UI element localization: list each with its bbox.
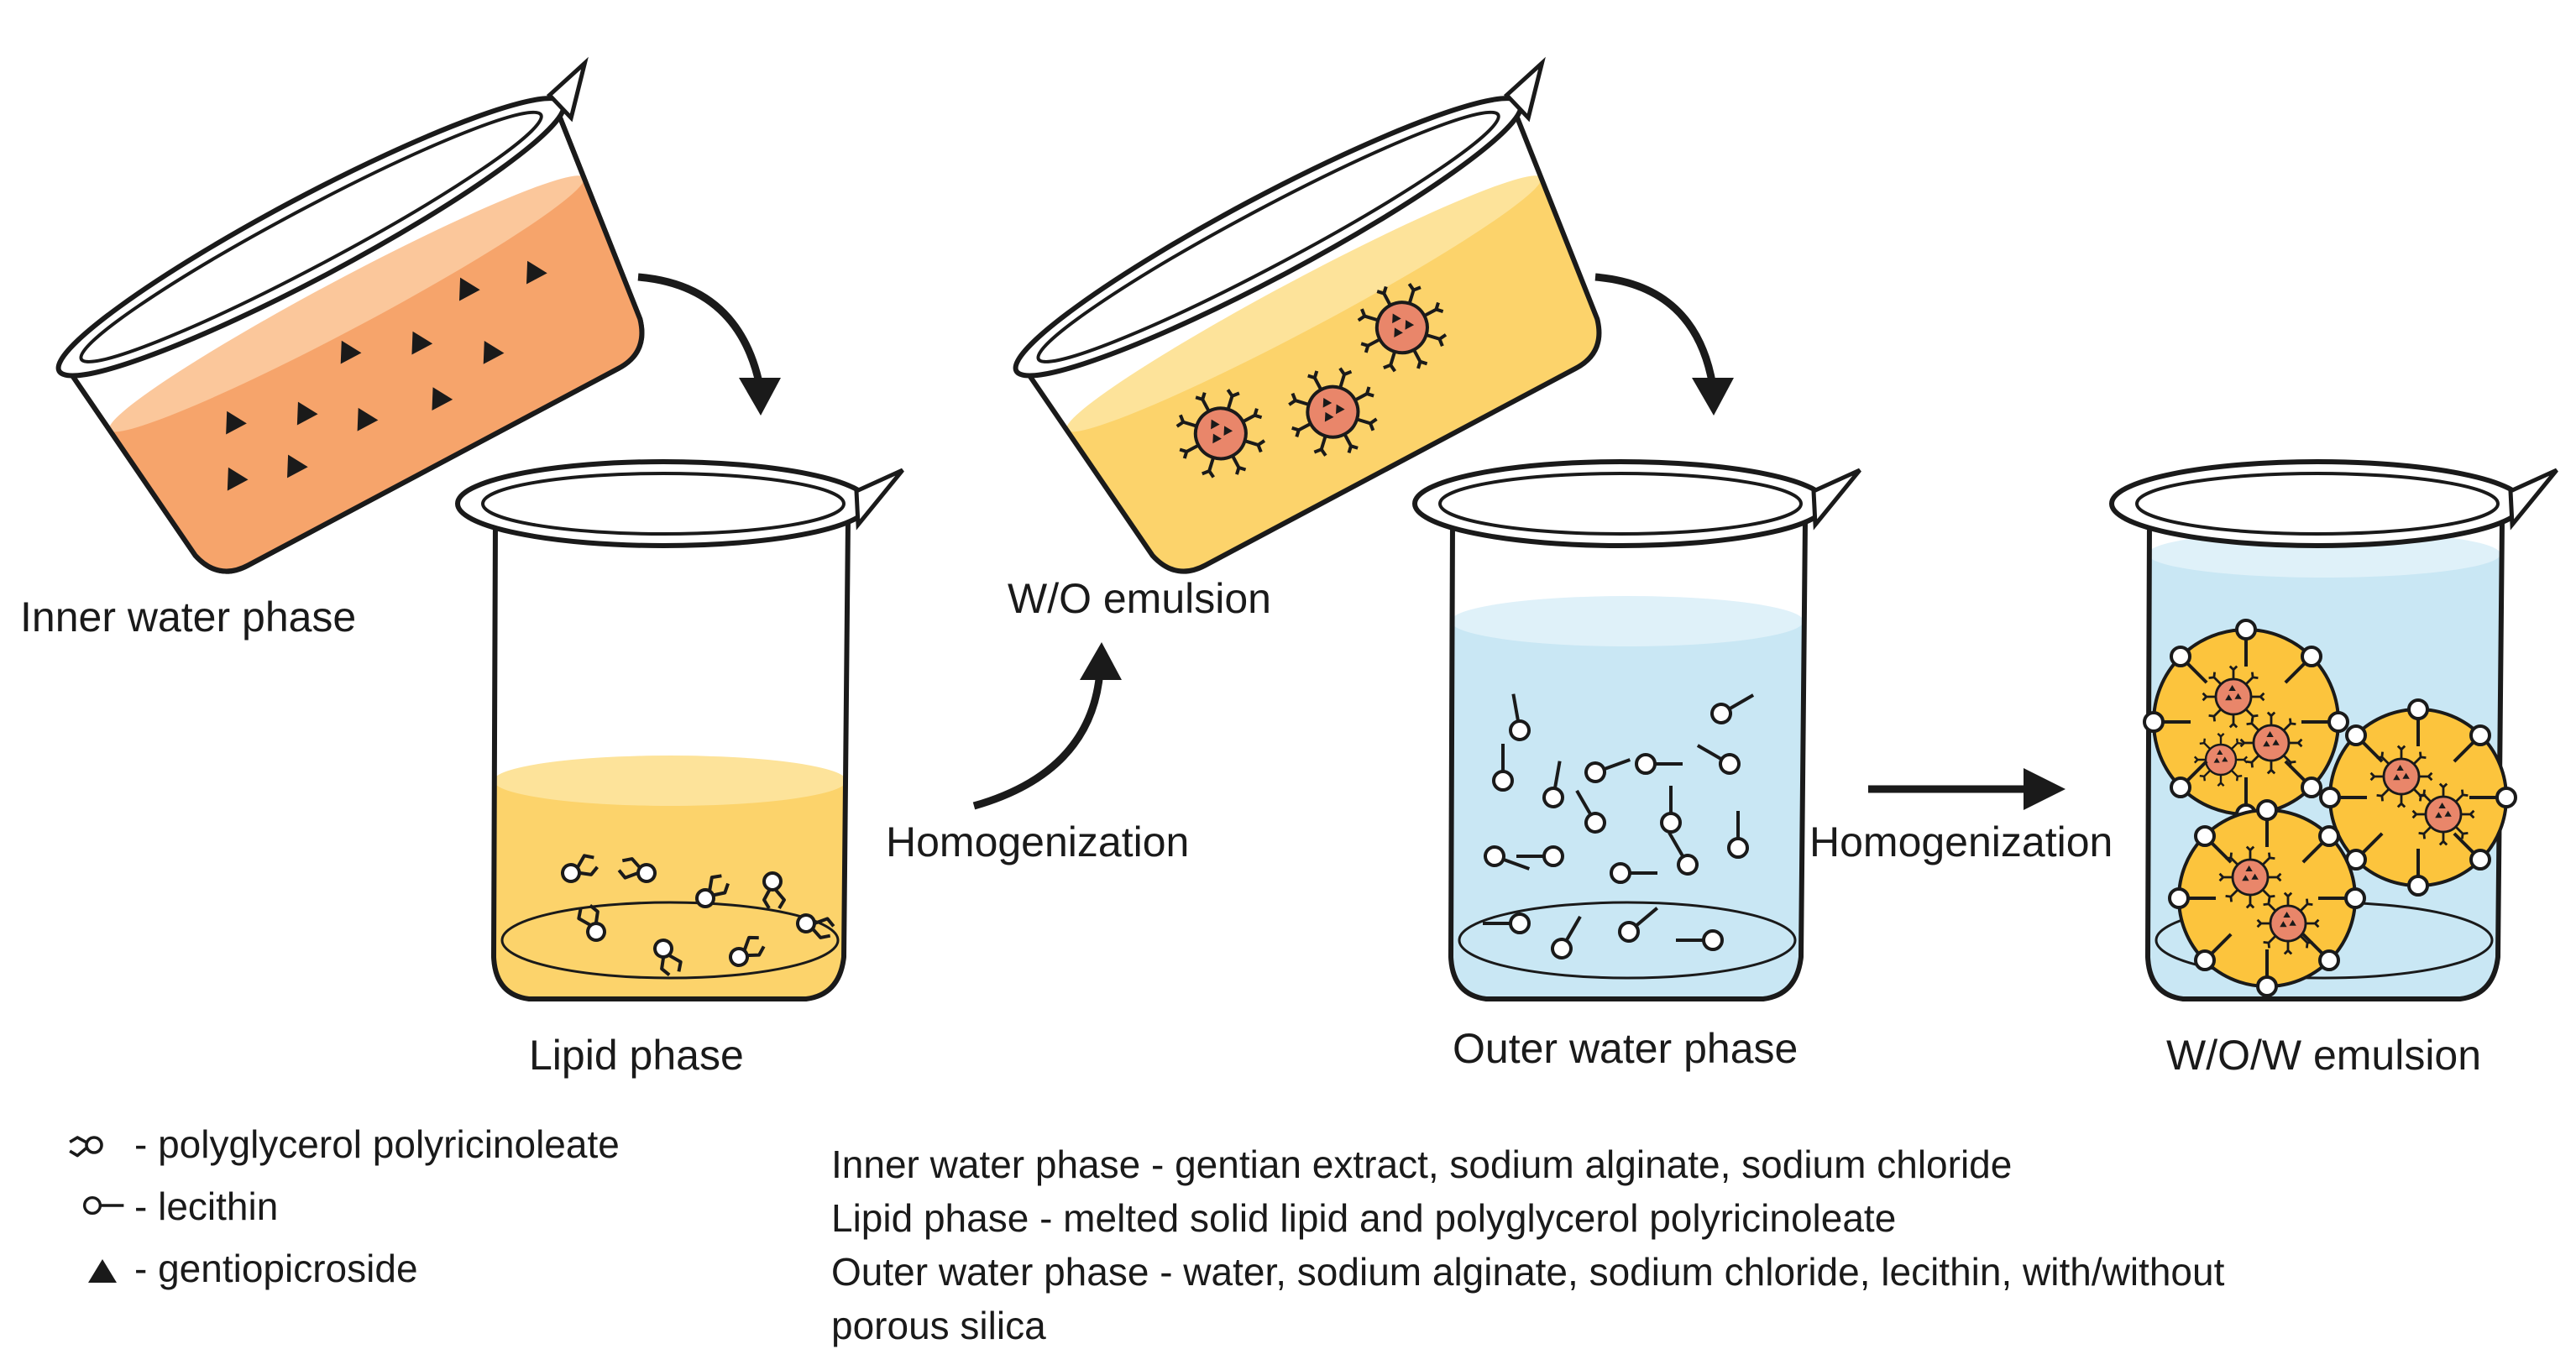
legend-symbols xyxy=(68,1136,126,1283)
pour-arrow-1 xyxy=(637,273,781,416)
label-wo-emulsion: W/O emulsion xyxy=(1008,575,1271,622)
legend-item-lecithin: - lecithin xyxy=(134,1184,279,1228)
label-homogenization-2: Homogenization xyxy=(1809,818,2113,865)
description-inner-water-phase: Inner water phase - gentian extract, sod… xyxy=(831,1143,2013,1186)
description-outer-water-phase: Outer water phase - water, sodium algina… xyxy=(831,1250,2225,1294)
wow-globule-2 xyxy=(2319,698,2517,897)
description-outer-water-phase-cont: porous silica xyxy=(831,1304,1046,1347)
wow-globule-1 xyxy=(2143,619,2349,825)
wow-globule-3 xyxy=(2168,799,2366,997)
lecithin-icon xyxy=(82,1195,126,1216)
label-wow-emulsion: W/O/W emulsion xyxy=(2166,1032,2482,1079)
label-lipid-phase: Lipid phase xyxy=(529,1032,744,1079)
label-outer-water-phase: Outer water phase xyxy=(1453,1025,1798,1072)
pour-arrow-2 xyxy=(1594,273,1734,416)
outer-water-beaker xyxy=(1412,459,1861,1001)
lipid-phase-beaker xyxy=(455,459,904,1001)
label-homogenization-1: Homogenization xyxy=(886,818,1190,865)
polyglycerol-polyricinoleate-icon xyxy=(68,1136,103,1158)
homogenization-arrow-1 xyxy=(972,642,1122,810)
wo-emulsion-beaker xyxy=(1013,56,1602,574)
homogenization-arrow-2 xyxy=(1868,768,2066,810)
legend-item-pgpr: - polyglycerol polyricinoleate xyxy=(134,1122,620,1166)
description-lipid-phase: Lipid phase - melted solid lipid and pol… xyxy=(831,1196,1897,1240)
inner-water-beaker xyxy=(55,56,645,574)
gentiopicroside-particles xyxy=(226,260,547,491)
wow-emulsion-beaker xyxy=(2109,459,2558,1001)
label-inner-water-phase: Inner water phase xyxy=(20,593,357,641)
gentiopicroside-icon xyxy=(88,1259,117,1283)
legend-item-gentiopicroside: - gentiopicroside xyxy=(134,1247,418,1290)
